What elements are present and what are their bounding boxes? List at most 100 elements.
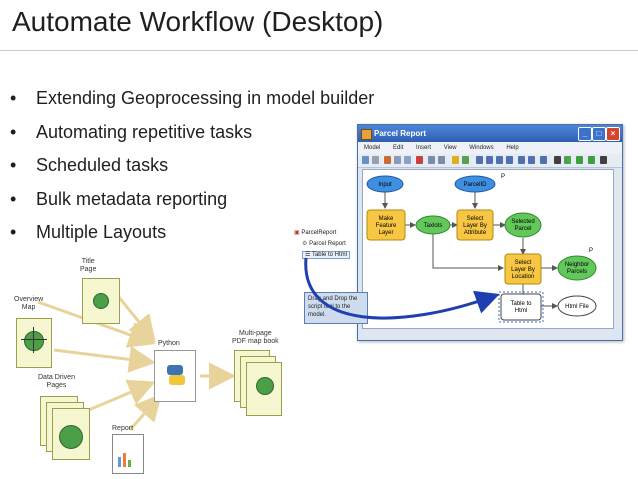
model-canvas[interactable]: Input ParcelID P Make Feature Layer Taxl… <box>362 169 614 329</box>
redo-icon[interactable] <box>438 156 445 164</box>
node-neighbor-parcels[interactable] <box>557 255 597 281</box>
node-label-line: Layer <box>378 230 393 236</box>
flow-arrow <box>116 295 156 343</box>
node-make-feature-layer[interactable] <box>366 209 406 241</box>
zoom-out-icon[interactable] <box>528 156 535 164</box>
node-parcel-id-label: ParcelID <box>463 182 487 188</box>
select-icon[interactable] <box>554 156 561 164</box>
bullet-text: Extending Geoprocessing in model builder <box>36 88 375 108</box>
overview-map-icon <box>16 318 52 368</box>
node-label-line: Table to <box>510 301 532 307</box>
bullet-item: •Multiple Layouts <box>10 222 167 242</box>
node-label-line: Location <box>512 274 535 280</box>
node-label-line: Html <box>515 308 527 314</box>
bullet-item: •Extending Geoprocessing in model builde… <box>10 88 375 108</box>
data-driven-pages-label: Data Driven Pages <box>38 374 75 390</box>
slide-title: Automate Workflow (Desktop) <box>12 6 384 37</box>
report-label: Report <box>112 425 134 432</box>
fixed-zoom-icon[interactable] <box>540 156 547 164</box>
node-select-by-location[interactable] <box>504 253 542 285</box>
menu-insert[interactable]: Insert <box>416 145 432 151</box>
node-label-line: Neighbor <box>565 262 589 268</box>
node-select-by-attribute[interactable] <box>456 209 494 241</box>
label-line: Title <box>81 258 95 265</box>
menu-model[interactable]: Model <box>364 145 381 151</box>
title-page-icon <box>82 278 120 324</box>
node-label-line: Parcel <box>514 226 531 232</box>
flow-arrow <box>83 379 156 414</box>
node-label-line: Make <box>379 216 394 222</box>
window-titlebar[interactable]: Parcel Report _ □ × <box>358 125 622 142</box>
connect-icon[interactable] <box>564 156 571 164</box>
script-tool-icon: ☰ <box>305 252 311 258</box>
cut-icon[interactable] <box>384 156 391 164</box>
minimize-button[interactable]: _ <box>578 127 592 141</box>
toolbox-tree: ▣ ParcelReport ⚙ Parcel Report ☰ Table t… <box>294 228 350 261</box>
parameter-marker: P <box>589 248 593 254</box>
node-input[interactable] <box>366 175 404 193</box>
auto-layout-icon[interactable] <box>476 156 483 164</box>
overview-map-label: Overview Map <box>14 296 43 312</box>
menu-windows[interactable]: Windows <box>469 145 494 151</box>
grid-icon[interactable] <box>496 156 503 164</box>
map-book-page-icon <box>246 362 282 416</box>
save-icon[interactable] <box>362 156 369 164</box>
copy-icon[interactable] <box>394 156 401 164</box>
node-parcel-id[interactable] <box>454 175 496 193</box>
node-label-line: Layer By <box>463 223 487 229</box>
toolbox-item-selected[interactable]: ☰ Table to Html <box>294 250 350 261</box>
pan-icon[interactable] <box>506 156 513 164</box>
node-label-line: Select <box>515 260 532 266</box>
node-label-line: Selected <box>511 219 534 225</box>
bullet-item: •Bulk metadata reporting <box>10 188 228 209</box>
toolbox-item-label: ParcelReport <box>301 230 337 236</box>
node-label-line: Parcels <box>567 269 587 275</box>
add-tool-icon[interactable] <box>462 156 469 164</box>
validate-icon[interactable] <box>576 156 583 164</box>
label-line: Map <box>21 304 36 311</box>
node-selected-parcel[interactable] <box>504 212 542 238</box>
label-line: Multi-page <box>239 330 272 337</box>
toolbox-item-label: Parcel Report <box>309 241 346 247</box>
toolbox-item-label: Table to Html <box>311 252 347 258</box>
more-icon[interactable] <box>600 156 607 164</box>
parameter-marker: P <box>501 174 505 180</box>
menu-edit[interactable]: Edit <box>393 145 404 151</box>
label-line: Data Driven <box>38 374 75 381</box>
add-data-icon[interactable] <box>452 156 459 164</box>
node-taxlots[interactable] <box>415 215 451 235</box>
bullet-text: Multiple Layouts <box>36 222 167 242</box>
zoom-in-icon[interactable] <box>518 156 525 164</box>
full-extent-icon[interactable] <box>486 156 493 164</box>
bullet-text: Automating repetitive tasks <box>36 121 253 142</box>
paste-icon[interactable] <box>404 156 411 164</box>
toolbox-item[interactable]: ▣ ParcelReport <box>294 228 350 239</box>
bullet-list: •Extending Geoprocessing in model builde… <box>10 88 374 256</box>
horizontal-scrollbar[interactable] <box>362 331 612 338</box>
undo-icon[interactable] <box>428 156 435 164</box>
python-script-icon <box>154 350 196 402</box>
menu-view[interactable]: View <box>443 145 457 151</box>
delete-icon[interactable] <box>416 156 423 164</box>
python-label: Python <box>158 340 180 347</box>
bullet-text: Scheduled tasks <box>36 155 169 175</box>
model-diagram: Input ParcelID P Make Feature Layer Taxl… <box>366 174 597 323</box>
data-driven-page-icon <box>52 408 90 460</box>
node-html-file[interactable] <box>557 295 597 317</box>
run-icon[interactable] <box>588 156 595 164</box>
node-taxlots-label: Taxlots <box>424 223 443 229</box>
vertical-scrollbar[interactable] <box>614 169 622 327</box>
toolbar <box>358 154 622 168</box>
node-html-file-label: Html File <box>565 304 589 310</box>
toolbox-icon: ▣ <box>294 230 300 236</box>
node-table-to-html[interactable] <box>500 293 542 321</box>
model-builder-window: Parcel Report _ □ × Model Edit Insert Vi… <box>357 124 623 341</box>
flow-arrow <box>128 393 162 431</box>
node-label-line: Attribute <box>464 230 487 236</box>
maximize-button[interactable]: □ <box>592 127 606 141</box>
close-button[interactable]: × <box>606 127 620 141</box>
print-icon[interactable] <box>372 156 379 164</box>
toolbox-item[interactable]: ⚙ Parcel Report <box>294 239 350 250</box>
menu-help[interactable]: Help <box>506 145 519 151</box>
title-divider <box>0 50 638 51</box>
